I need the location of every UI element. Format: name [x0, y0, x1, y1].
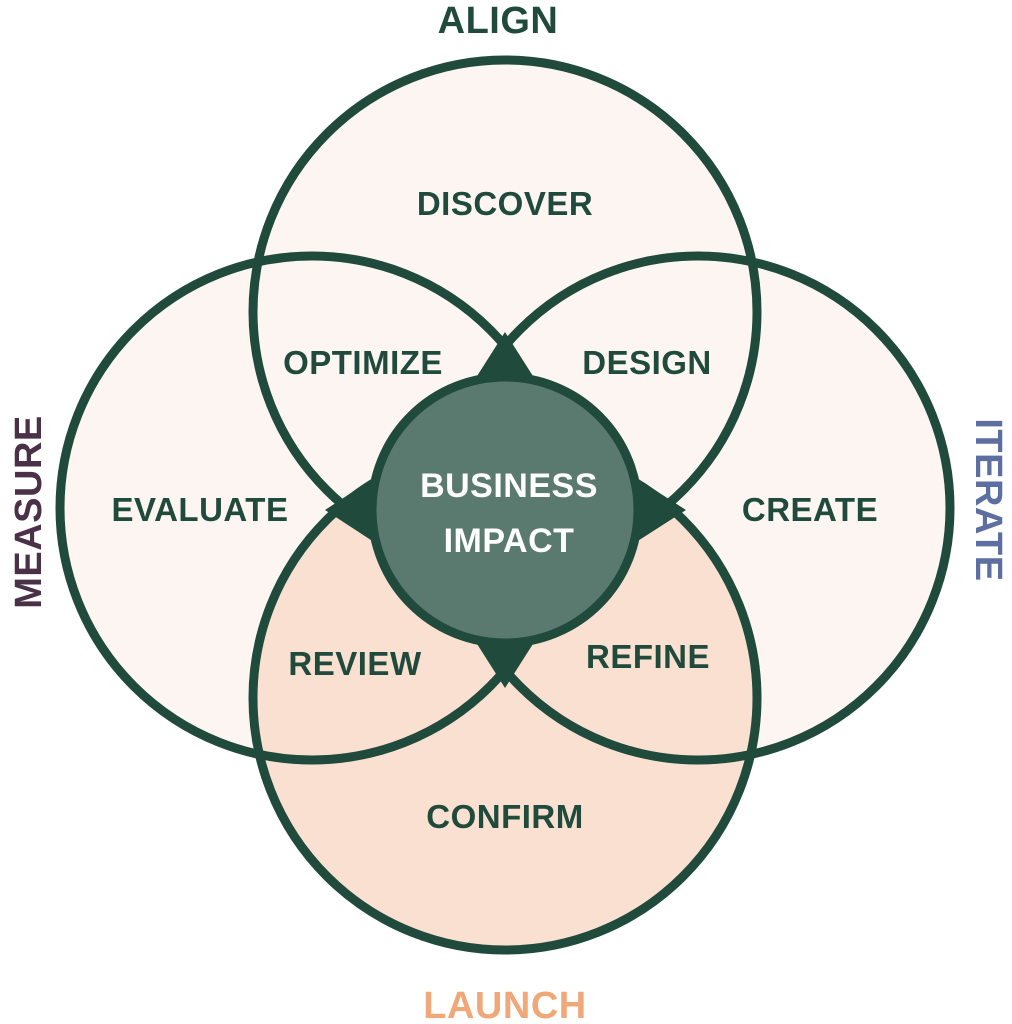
region-label-create: CREATE: [742, 491, 878, 528]
region-label-design: DESIGN: [582, 344, 712, 381]
region-label-review: REVIEW: [288, 645, 422, 682]
region-label-optimize: OPTIMIZE: [283, 344, 443, 381]
center-label-line1: BUSINESS: [420, 467, 598, 505]
outer-label-launch: LAUNCH: [423, 985, 586, 1024]
outer-label-measure: MEASURE: [8, 415, 50, 609]
outer-label-align: ALIGN: [438, 0, 559, 42]
center-label-line2: IMPACT: [444, 522, 575, 560]
outer-label-iterate: ITERATE: [967, 418, 1009, 581]
business-impact-circle: [367, 372, 643, 648]
region-label-confirm: CONFIRM: [426, 798, 583, 835]
region-label-evaluate: EVALUATE: [112, 491, 289, 528]
region-label-discover: DISCOVER: [417, 185, 593, 222]
region-label-refine: REFINE: [586, 638, 710, 675]
